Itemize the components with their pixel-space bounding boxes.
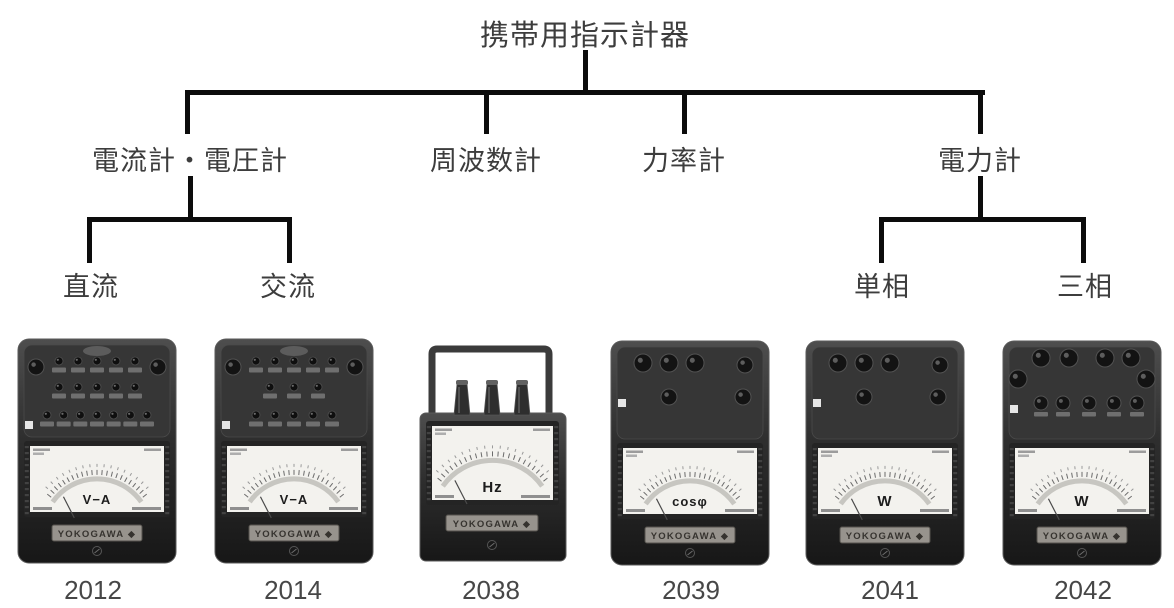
branch-frequency-meter: 周波数計 — [430, 146, 542, 176]
dial-label: Hz — [482, 479, 502, 496]
model-number-2042: 2042 — [1054, 575, 1112, 605]
connector-wattmeter-stem — [978, 176, 983, 220]
page-title: 携帯用指示計器 — [479, 20, 691, 52]
dial-label: W — [1074, 493, 1089, 510]
dial-label: W — [877, 493, 892, 510]
leaf-single-phase: 単相 — [854, 272, 910, 302]
meter-photo-2041: W YOKOGAWA ◆ — [800, 339, 970, 567]
model-number-2039: 2039 — [662, 575, 720, 605]
branch-wattmeter: 電力計 — [938, 146, 1022, 176]
dial-label: V−A — [280, 492, 309, 507]
brand-plate: YOKOGAWA ◆ — [255, 529, 334, 540]
branch-ammeter-voltmeter: 電流計・電圧計 — [92, 146, 288, 176]
leaf-dc: 直流 — [63, 272, 119, 302]
connector-main-bar — [185, 90, 985, 95]
connector-ammeter-stem — [188, 176, 193, 220]
brand-plate: YOKOGAWA ◆ — [651, 531, 730, 542]
connector-drop-powerfactor — [682, 90, 687, 134]
meter-photo-2042: W YOKOGAWA ◆ — [997, 339, 1167, 567]
connector-drop-wattmeter — [978, 90, 983, 134]
brand-plate: YOKOGAWA ◆ — [1043, 531, 1122, 542]
branch-power-factor-meter: 力率計 — [642, 146, 726, 176]
dial-label: cosφ — [672, 494, 708, 509]
meter-photo-2014: V−A YOKOGAWA ◆ — [209, 337, 379, 565]
model-number-2012: 2012 — [64, 575, 122, 605]
meter-illustration-2014: V−A YOKOGAWA ◆ — [214, 338, 374, 564]
brand-plate: YOKOGAWA ◆ — [453, 519, 532, 530]
connector-trunk — [583, 50, 588, 92]
meter-illustration-2041: W YOKOGAWA ◆ — [805, 340, 965, 566]
model-number-2038: 2038 — [462, 575, 520, 605]
connector-drop-dc — [87, 217, 92, 263]
connector-drop-single-phase — [879, 217, 884, 263]
brand-plate: YOKOGAWA ◆ — [58, 529, 137, 540]
brand-plate: YOKOGAWA ◆ — [846, 531, 925, 542]
meter-illustration-2012: V−A YOKOGAWA ◆ — [17, 338, 177, 564]
connector-ammeter-bar — [87, 217, 292, 222]
leaf-three-phase: 三相 — [1057, 272, 1113, 302]
dial-label: V−A — [83, 492, 112, 507]
connector-wattmeter-bar — [879, 217, 1086, 222]
leaf-ac: 交流 — [260, 272, 316, 302]
connector-drop-three-phase — [1081, 217, 1086, 263]
model-number-2014: 2014 — [264, 575, 322, 605]
meter-photo-2012: V−A YOKOGAWA ◆ — [12, 337, 182, 565]
connector-drop-ac — [287, 217, 292, 263]
meter-illustration-2042: W YOKOGAWA ◆ — [1002, 340, 1162, 566]
connector-drop-frequency — [484, 90, 489, 134]
model-number-2041: 2041 — [861, 575, 919, 605]
connector-drop-ammeter — [185, 90, 190, 134]
